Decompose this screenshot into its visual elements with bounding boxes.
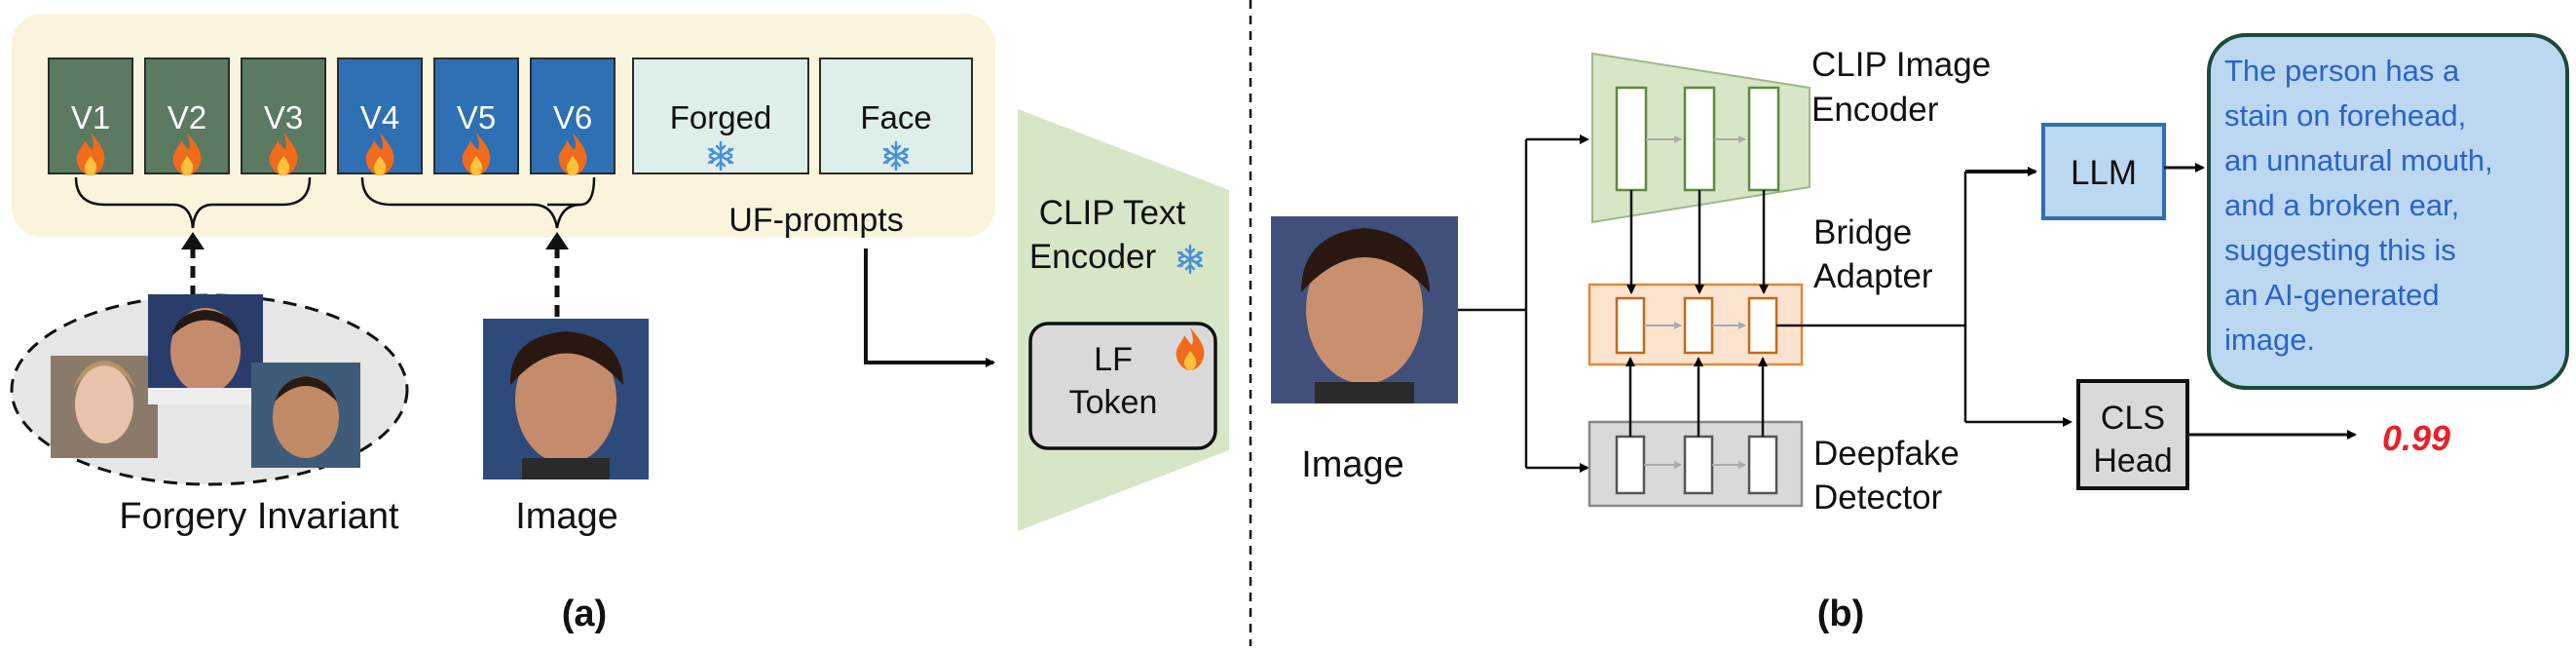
- input-image-thumbnail: [483, 319, 649, 479]
- deepfake-detector-line1: Deepfake: [1813, 435, 1960, 473]
- llm-box: [2041, 123, 2166, 220]
- explanation-line: and a broken ear,: [2224, 188, 2459, 222]
- brace-forgery: [74, 176, 312, 229]
- token-v4-label: V4: [360, 99, 399, 135]
- explanation-line: The person has a: [2224, 54, 2460, 88]
- token-face: Face: [819, 57, 973, 174]
- explanation-line: an AI-generated: [2224, 278, 2440, 312]
- image-label-b: Image: [1301, 444, 1404, 485]
- token-v6-label: V6: [553, 99, 592, 135]
- cls-head-line2: Head: [2093, 442, 2172, 479]
- bridge-adapter-line1: Bridge: [1813, 213, 1912, 251]
- token-v5-label: V5: [457, 99, 496, 135]
- bridge-adapter-line2: Adapter: [1813, 257, 1933, 295]
- panel-a: V1 V2 V3 V4 V5: [10, 14, 1229, 634]
- clip-text-encoder-line2: Encoder: [1029, 238, 1157, 276]
- explanation-line: stain on forehead,: [2224, 98, 2466, 133]
- token-v4: V4: [337, 57, 423, 175]
- clip-image-encoder-line2: Encoder: [1811, 91, 1939, 129]
- face-thumbnail: [148, 294, 263, 404]
- input-image-thumbnail: [1271, 216, 1458, 403]
- arrow-uf-to-encoder: [864, 249, 995, 367]
- explanation-line: image.: [2224, 323, 2315, 357]
- explanation-line: suggesting this is: [2224, 233, 2456, 267]
- clip-image-encoder-line1: CLIP Image: [1811, 46, 1991, 84]
- token-v2-label: V2: [168, 99, 206, 135]
- explanation-text: The person has a stain on forehead, an u…: [2224, 54, 2493, 357]
- caption-b: (b): [1817, 594, 1865, 634]
- token-v3: V3: [241, 57, 326, 175]
- token-forged: Forged: [632, 57, 809, 174]
- token-v3-label: V3: [264, 99, 303, 135]
- panel-b: Image CLIP Image Encoder Bridge Adapter: [1271, 33, 2569, 634]
- token-v1-label: V1: [71, 99, 110, 135]
- lf-token-box: LF Token: [1028, 322, 1217, 450]
- caption-a: (a): [562, 594, 607, 634]
- token-v5: V5: [433, 57, 519, 175]
- prompt-tokens: V1 V2 V3 V4 V5: [48, 57, 973, 175]
- deepfake-detector-line2: Detector: [1813, 479, 1943, 517]
- llm-label: LLM: [2071, 154, 2137, 192]
- explanation-line: an unnatural mouth,: [2224, 143, 2493, 177]
- uf-prompts-label: UF-prompts: [728, 202, 903, 239]
- token-forged-label: Forged: [670, 99, 772, 135]
- face-thumbnail: [51, 356, 158, 458]
- cls-head-line1: CLS: [2101, 400, 2165, 437]
- clip-text-encoder: [1018, 109, 1229, 531]
- token-face-label: Face: [860, 99, 931, 135]
- image-label-a: Image: [515, 496, 618, 537]
- token-v6: V6: [530, 57, 616, 175]
- forgery-invariant-label: Forgery Invariant: [119, 496, 399, 537]
- brace-image: [360, 176, 596, 229]
- score-value: 0.99: [2382, 418, 2450, 458]
- clip-text-encoder-line1: CLIP Text: [1039, 194, 1186, 232]
- lf-token-line1: LF: [1094, 341, 1133, 378]
- explanation-bubble: [2207, 33, 2569, 390]
- token-v2: V2: [144, 57, 230, 175]
- token-v1: V1: [48, 57, 133, 175]
- lf-token-line2: Token: [1069, 384, 1158, 421]
- face-thumbnail: [251, 363, 360, 468]
